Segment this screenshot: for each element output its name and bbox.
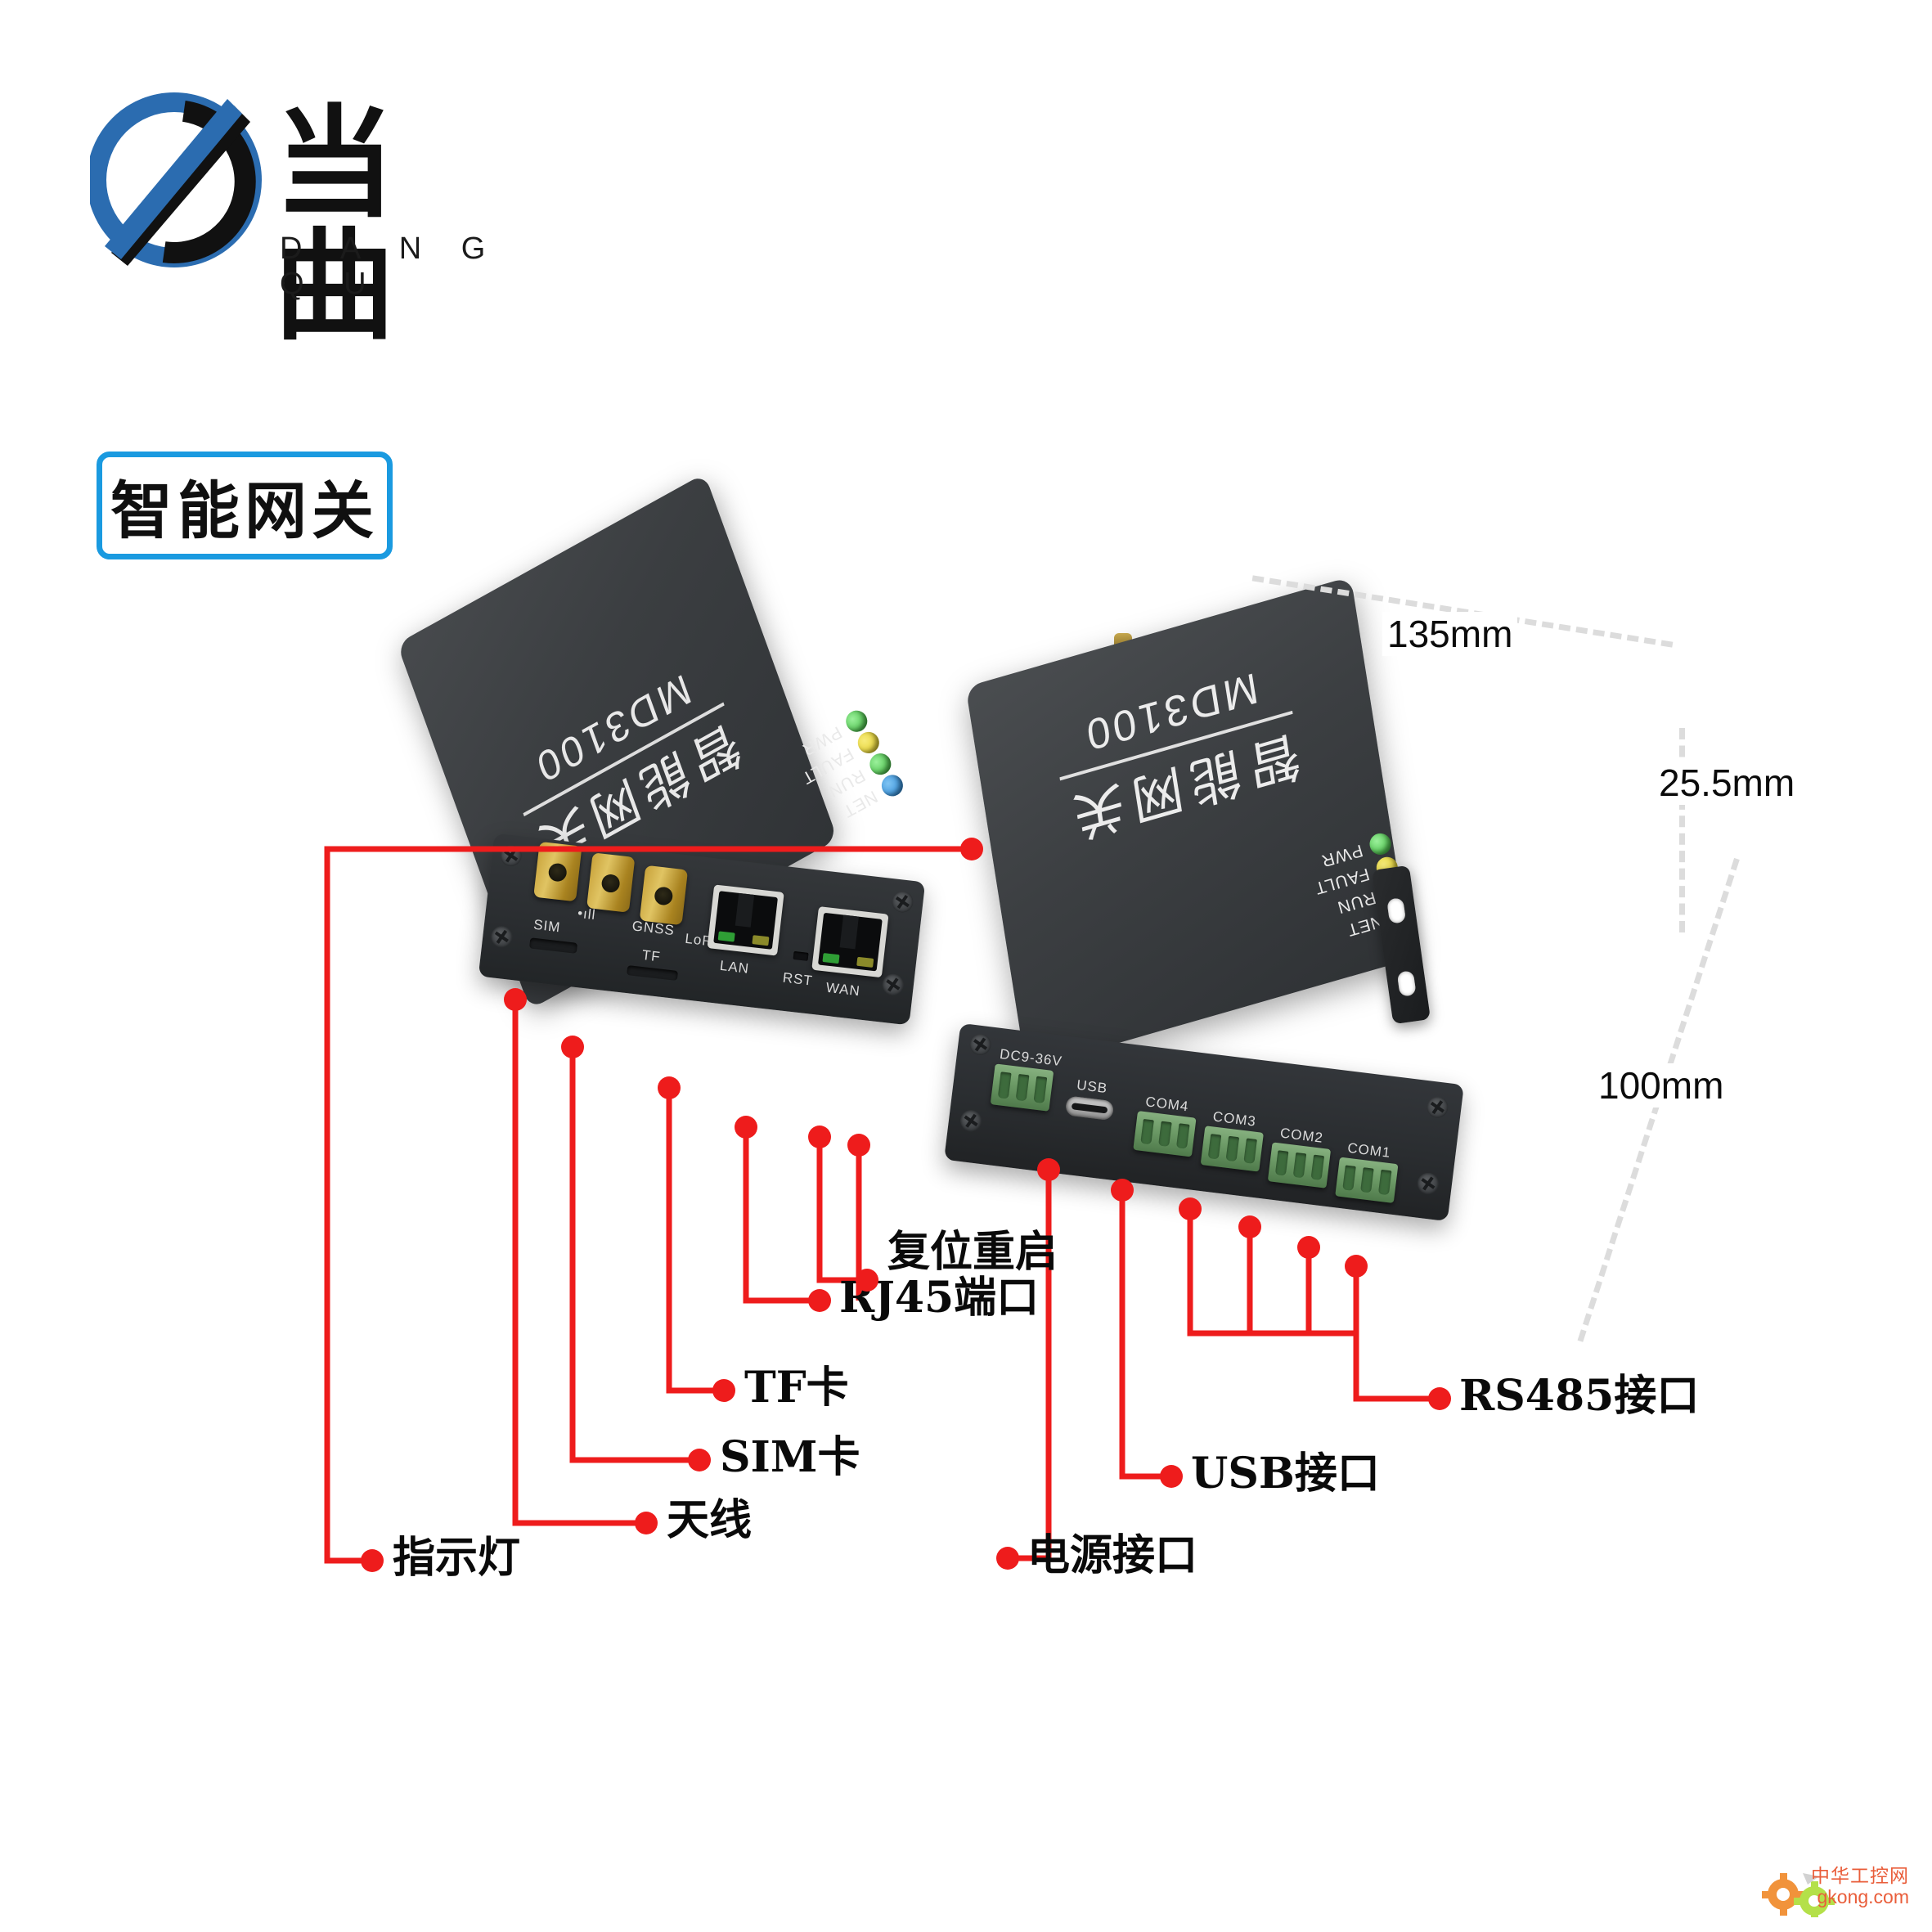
callout-anchor-tf-card <box>658 1076 681 1099</box>
antenna-connector-gnss <box>586 852 636 913</box>
antenna-connector-cellular <box>533 841 582 902</box>
callout-anchor-usb-port <box>1111 1179 1134 1202</box>
watermark-url: gkong.com <box>1817 1886 1909 1907</box>
callout-label-indicator-light: 指示灯 <box>393 1533 521 1583</box>
callout-label-rs485-port: RS485接口 <box>1459 1371 1700 1421</box>
brand-name-cn: 当曲 <box>274 93 398 357</box>
screw-icon <box>1425 1095 1449 1120</box>
watermark-text-cn: 中华工控网 <box>1811 1866 1909 1887</box>
page-title: 智能网关 <box>110 474 379 547</box>
tf-card-slot[interactable] <box>627 965 679 981</box>
screw-icon <box>1416 1171 1440 1196</box>
brand-logo: 当曲 D A N G Q U <box>90 86 515 348</box>
antenna-label-cellular: •ıll <box>577 905 597 923</box>
callout-dot-tf-card <box>712 1379 735 1402</box>
callout-label-sim-card: SIM卡 <box>720 1432 860 1482</box>
callout-anchor-power-port <box>1037 1158 1060 1181</box>
rs485-terminal-com4[interactable] <box>1133 1111 1197 1157</box>
callout-anchor-rj45-lan <box>735 1116 757 1139</box>
reset-button[interactable] <box>793 950 809 961</box>
callout-dot-antenna <box>635 1512 658 1534</box>
mount-hole <box>1386 897 1407 924</box>
callout-anchor-rj45-wan <box>847 1134 870 1157</box>
callout-dot-reset <box>856 1269 878 1292</box>
sim-slot-label: SIM <box>532 916 562 936</box>
usb-c-port[interactable] <box>1064 1095 1115 1121</box>
callout-anchor-rs485-com1 <box>1345 1255 1368 1278</box>
device-right-top-face: 智能网关 MD3100 <box>965 576 1412 1070</box>
screw-icon <box>489 924 514 949</box>
callout-anchor-indicator-light <box>960 838 983 860</box>
callout-anchor-rs485-com4 <box>1179 1197 1202 1220</box>
callout-anchor-antenna <box>504 988 527 1011</box>
callout-label-tf-card: TF卡 <box>744 1363 849 1413</box>
callout-anchor-reset <box>808 1126 831 1148</box>
device-right-gateway: 智能网关 MD3100 PWR FAULT RUN NET <box>944 576 1595 1227</box>
gears-icon <box>1762 1873 1835 1917</box>
mount-hole <box>1396 970 1417 997</box>
dimension-label-length: 135mm <box>1382 612 1518 656</box>
callout-anchor-sim-card <box>561 1036 584 1058</box>
callout-dot-sim-card <box>688 1449 711 1471</box>
rj45-port-wan[interactable] <box>811 906 889 978</box>
callout-dot-rj45-port <box>808 1289 831 1312</box>
callout-dot-indicator-light <box>361 1549 384 1572</box>
page-title-badge: 智能网关 <box>97 452 393 559</box>
tf-slot-label: TF <box>640 946 662 965</box>
lan-port-label: LAN <box>719 957 751 977</box>
rs485-terminal-com2[interactable] <box>1267 1142 1332 1188</box>
sim-card-slot[interactable] <box>529 937 578 954</box>
screw-icon <box>499 843 523 868</box>
led-dot-net <box>878 771 907 801</box>
callout-label-power-port: 电源接口 <box>1027 1530 1198 1580</box>
device-right-bottom-panel: DC9-36V USB COM4 COM3 COM2 COM1 <box>944 1022 1464 1222</box>
callout-anchor-rs485-com3 <box>1238 1215 1261 1238</box>
callout-dot-rs485-port <box>1428 1387 1451 1410</box>
rs485-terminal-com3[interactable] <box>1200 1126 1264 1172</box>
antenna-connector-lora <box>639 865 689 926</box>
callout-label-antenna: 天线 <box>667 1495 753 1545</box>
dimension-line-height <box>1679 728 1685 932</box>
power-terminal-block[interactable] <box>990 1063 1054 1112</box>
device-left-gateway: 智能网关 MD3100 PWR FAULT RUN NET <box>397 473 937 1112</box>
callout-dot-usb-port <box>1160 1465 1183 1488</box>
site-watermark: 中华工控网 gkong.com <box>1759 1857 1914 1917</box>
screw-icon <box>890 890 914 914</box>
rst-label: RST <box>781 969 814 989</box>
dangqu-slashed-circle-logo <box>90 92 262 268</box>
brand-name-latin: D A N G Q U <box>280 231 501 301</box>
callout-label-usb-port: USB接口 <box>1191 1449 1380 1498</box>
device-right-top-branding: 智能网关 MD3100 <box>1050 654 1306 863</box>
screw-icon <box>881 973 905 997</box>
screw-icon <box>968 1032 993 1057</box>
rj45-port-lan[interactable] <box>707 884 784 956</box>
screw-icon <box>959 1108 983 1133</box>
dimension-label-height: 25.5mm <box>1654 761 1800 805</box>
dimension-label-width: 100mm <box>1593 1063 1729 1108</box>
callout-label-reset-restart: 复位重启 <box>887 1227 1058 1277</box>
callout-dot-power-port <box>996 1547 1019 1570</box>
wan-port-label: WAN <box>824 979 861 1000</box>
callout-anchor-rs485-com2 <box>1297 1236 1320 1259</box>
rs485-terminal-com1[interactable] <box>1335 1157 1399 1203</box>
usb-port-label: USB <box>1076 1076 1109 1097</box>
